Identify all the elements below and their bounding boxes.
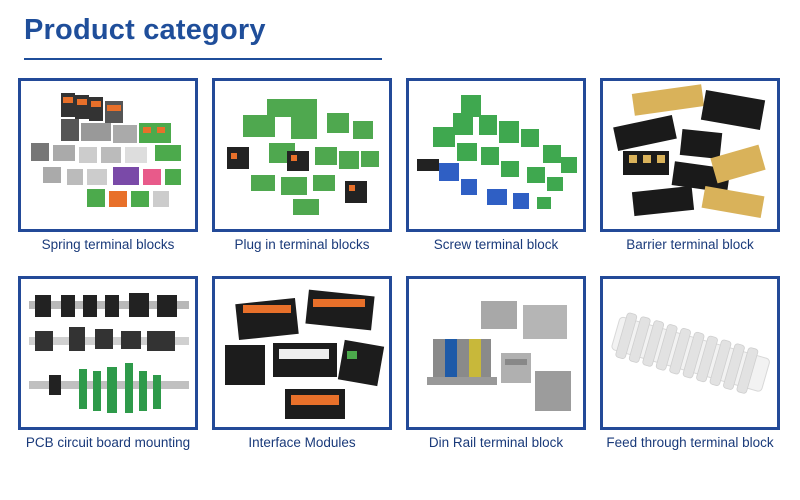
category-image-frame[interactable] bbox=[212, 78, 392, 232]
category-card-spring[interactable]: Spring terminal blocks bbox=[18, 78, 198, 252]
plug-terminal-icon bbox=[227, 99, 379, 215]
pcb-mount-icon bbox=[29, 293, 189, 413]
category-card-din-rail[interactable]: Din Rail terminal block bbox=[406, 276, 586, 450]
category-card-interface-modules[interactable]: Interface Modules bbox=[212, 276, 392, 450]
din-rail-terminal-icon bbox=[427, 301, 571, 411]
category-card-pcb-mounting[interactable]: PCB circuit board mounting bbox=[18, 276, 198, 450]
category-label[interactable]: Feed through terminal block bbox=[606, 435, 774, 450]
feed-through-terminal-icon bbox=[611, 312, 770, 394]
category-label[interactable]: Barrier terminal block bbox=[626, 237, 754, 252]
category-card-screw[interactable]: Screw terminal block bbox=[406, 78, 586, 252]
category-label[interactable]: Interface Modules bbox=[248, 435, 356, 450]
title-underline bbox=[24, 58, 382, 60]
category-image-frame[interactable] bbox=[406, 78, 586, 232]
category-label[interactable]: PCB circuit board mounting bbox=[25, 435, 191, 450]
category-image-frame[interactable] bbox=[212, 276, 392, 430]
spring-terminal-icon bbox=[31, 93, 181, 207]
category-label[interactable]: Spring terminal blocks bbox=[41, 237, 175, 252]
category-card-barrier[interactable]: Barrier terminal block bbox=[600, 78, 780, 252]
category-image-frame[interactable] bbox=[406, 276, 586, 430]
category-image-frame[interactable] bbox=[18, 78, 198, 232]
category-image-frame[interactable] bbox=[600, 78, 780, 232]
interface-module-icon bbox=[225, 289, 385, 419]
barrier-terminal-icon bbox=[613, 84, 766, 219]
category-label[interactable]: Din Rail terminal block bbox=[428, 435, 564, 450]
category-card-feed-through[interactable]: Feed through terminal block bbox=[600, 276, 780, 450]
page-title: Product category bbox=[24, 14, 266, 46]
screw-terminal-icon bbox=[417, 95, 577, 209]
category-image-frame[interactable] bbox=[18, 276, 198, 430]
category-card-plug-in[interactable]: Plug in terminal blocks bbox=[212, 78, 392, 252]
category-image-frame[interactable] bbox=[600, 276, 780, 430]
category-label[interactable]: Plug in terminal blocks bbox=[234, 237, 370, 252]
category-label[interactable]: Screw terminal block bbox=[433, 237, 559, 252]
